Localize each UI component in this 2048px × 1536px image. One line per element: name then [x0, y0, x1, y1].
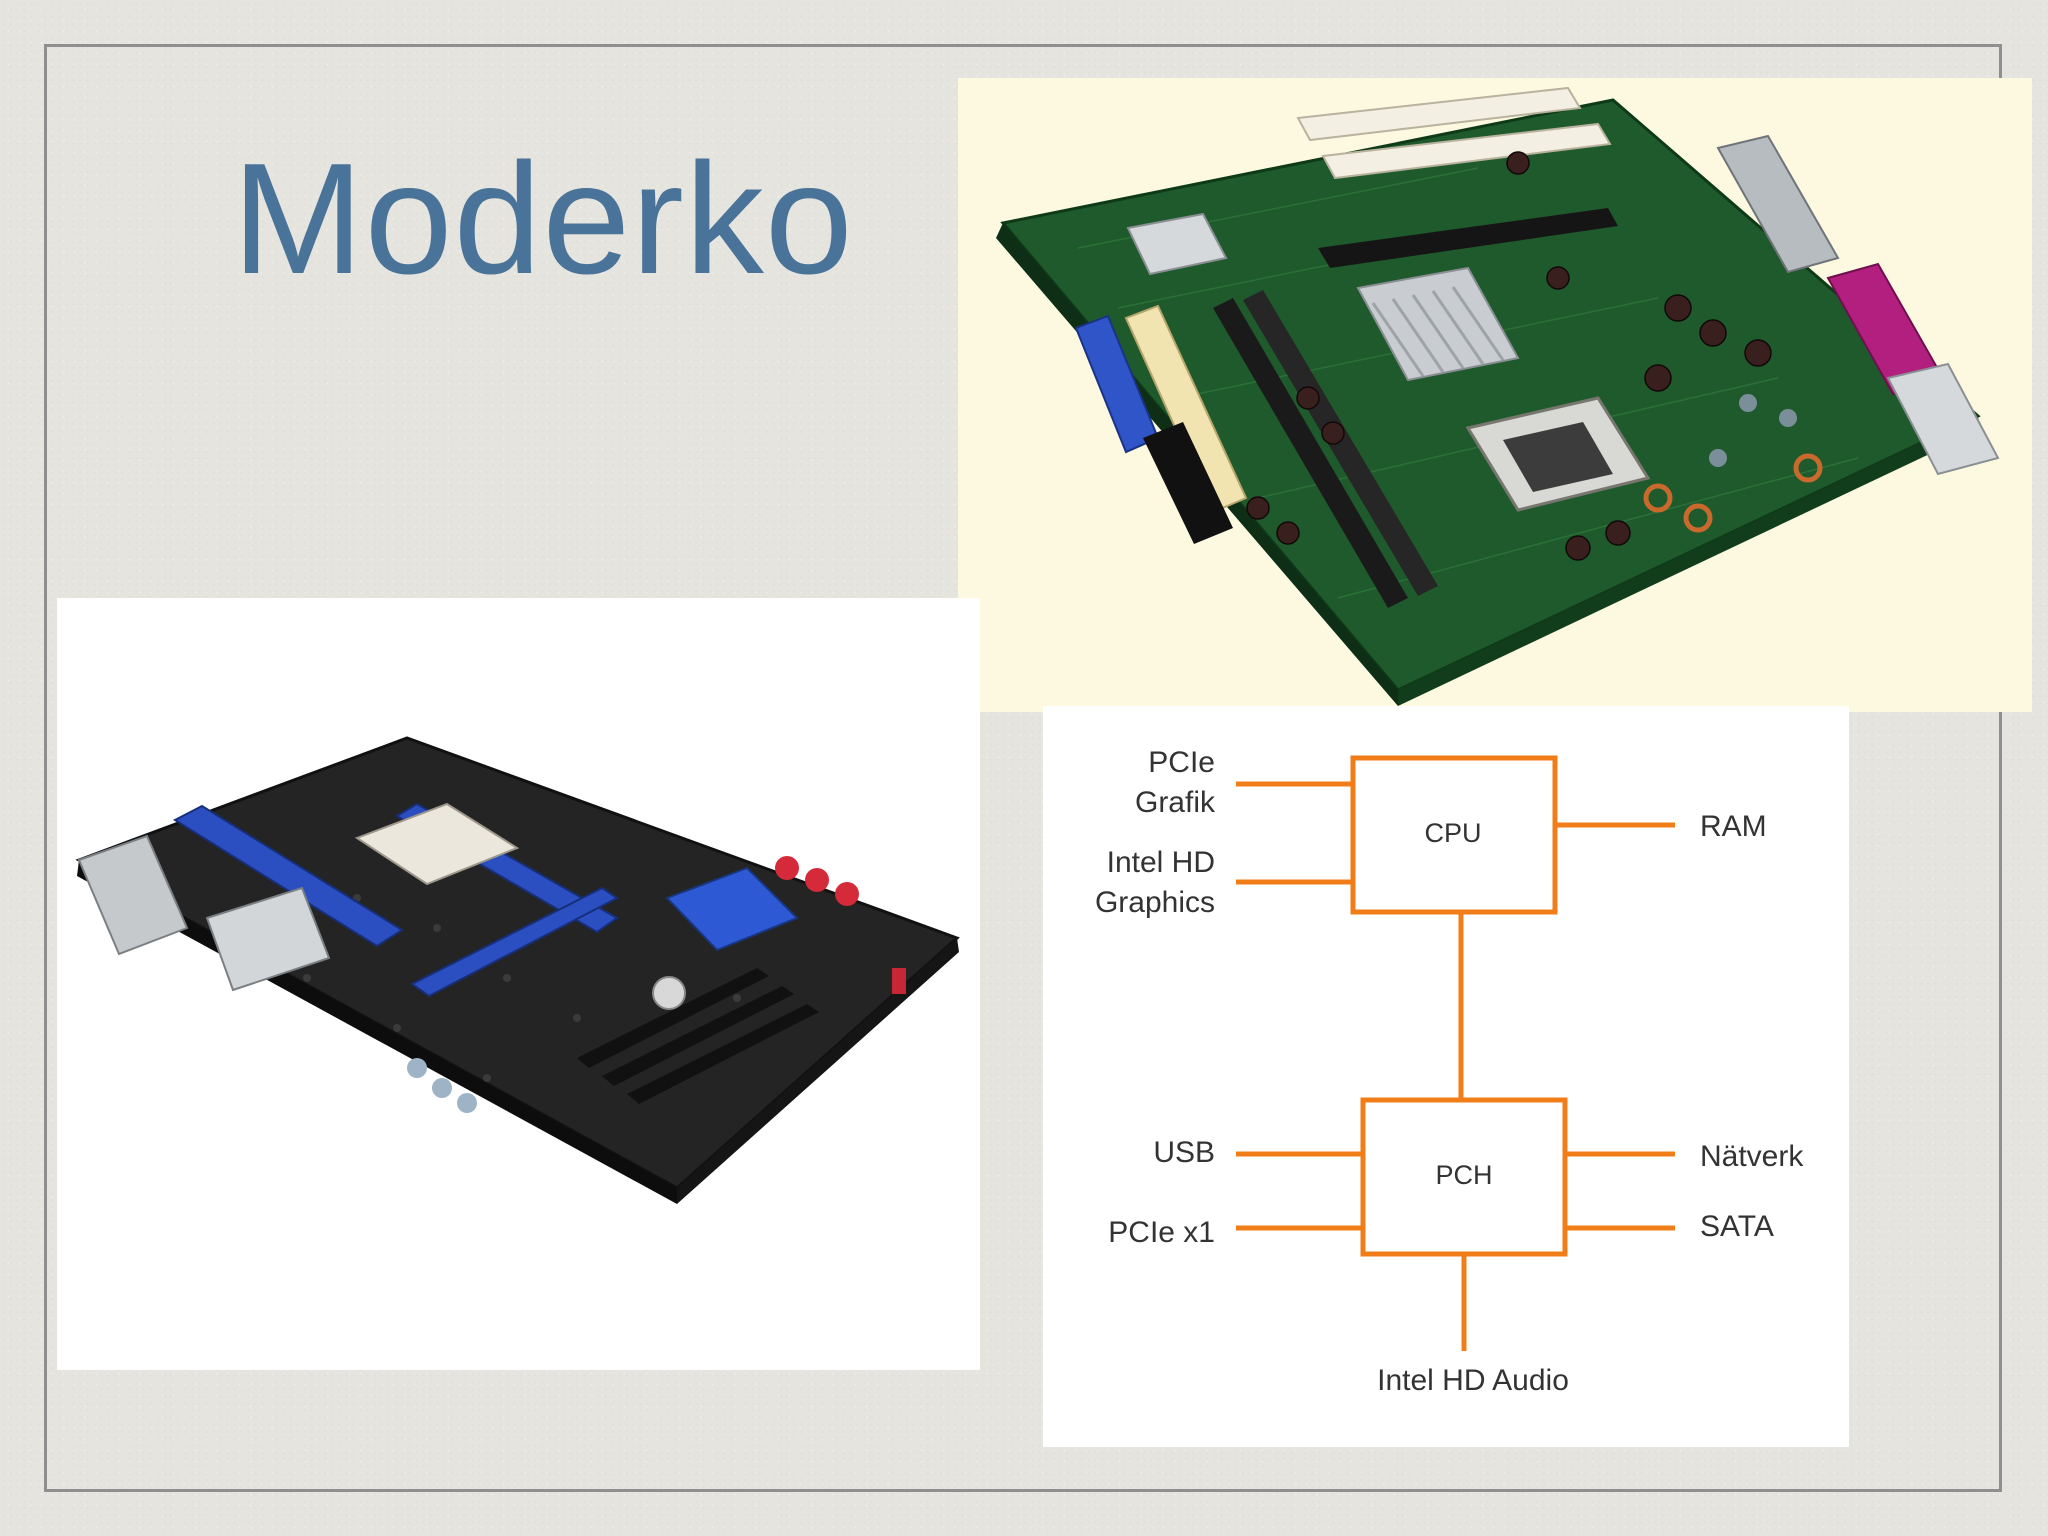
io-panel — [1716, 134, 1840, 274]
cpu-box — [1350, 755, 1558, 915]
pcie-slot-blue — [172, 804, 404, 948]
slide-frame — [44, 44, 2002, 1492]
ram-slot — [1213, 298, 1408, 608]
intel-hd-graphics-label-line1: Intel HD — [1107, 846, 1215, 879]
sata-label: SATA — [1700, 1210, 1774, 1243]
pcie-grafik-label-line2: Grafik — [1135, 786, 1216, 819]
pcie-slot-blue — [410, 886, 619, 998]
chipset-heatsink — [1356, 266, 1520, 382]
usb-label: USB — [1153, 1136, 1215, 1169]
motherboard-green-photo — [958, 78, 2032, 712]
pcie-x1-label: PCIe x1 — [1108, 1216, 1215, 1249]
intel-hd-audio-label: Intel HD Audio — [1377, 1364, 1569, 1397]
motherboard-black-blue-photo — [57, 598, 980, 1370]
chipset-heatsink-blue — [665, 866, 799, 952]
ram-label: RAM — [1700, 810, 1767, 843]
ram-slot — [602, 986, 794, 1086]
pci-slot — [1296, 86, 1582, 142]
chipset-block-diagram: CPU PCH PCIe Grafik Intel HD Graphics RA… — [1043, 706, 1849, 1447]
pcie-slot — [1318, 208, 1618, 268]
pci-slot — [1321, 122, 1612, 180]
ram-slot — [627, 1004, 819, 1104]
ram-slot — [577, 968, 769, 1068]
natverk-label: Nätverk — [1700, 1140, 1804, 1173]
cpu-label: CPU — [1424, 818, 1481, 848]
cpu-socket — [354, 802, 520, 886]
intel-hd-graphics-label-line2: Graphics — [1095, 886, 1215, 919]
ram-slot — [1243, 290, 1438, 596]
pcie-grafik-label-line1: PCIe — [1148, 746, 1215, 779]
io-panel — [77, 834, 189, 956]
pch-label: PCH — [1435, 1160, 1492, 1190]
slide-title: Moderko — [232, 131, 854, 307]
pcb-board — [1000, 98, 1981, 692]
